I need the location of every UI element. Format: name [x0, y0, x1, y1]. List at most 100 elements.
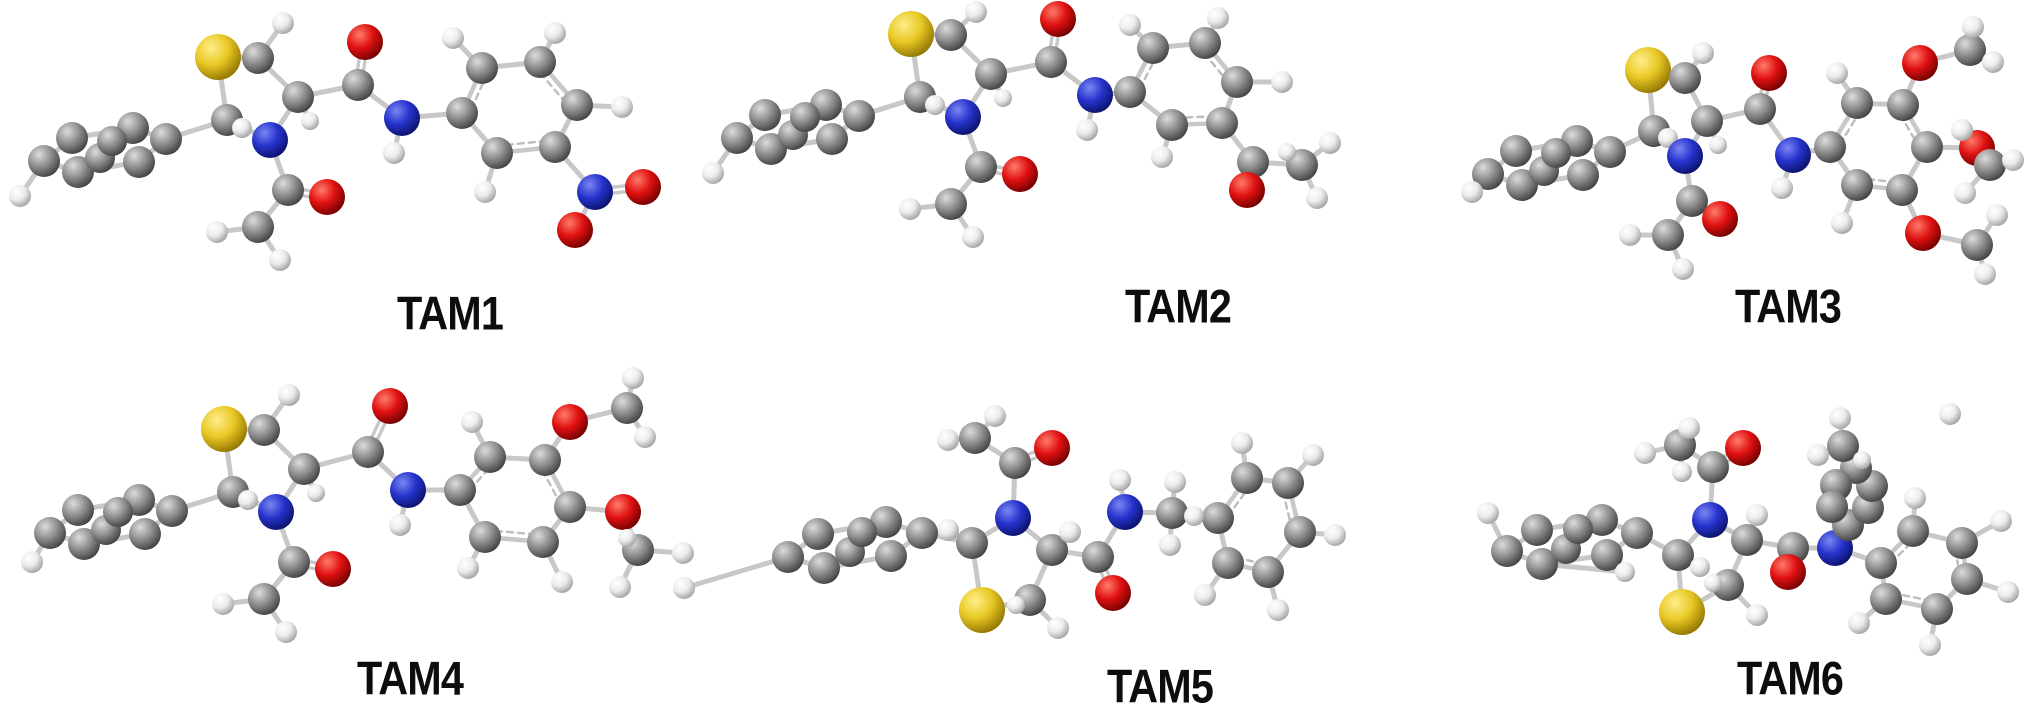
- atom-C: [62, 494, 94, 526]
- atom-H: [551, 571, 573, 593]
- atom-C: [150, 123, 182, 155]
- atom-O: [605, 494, 641, 530]
- atom-H: [1119, 14, 1141, 36]
- atom-H: [1324, 524, 1346, 546]
- atom-H: [1709, 136, 1727, 154]
- atom-H: [1302, 444, 1324, 466]
- bond: [503, 139, 547, 147]
- atom-O: [1725, 430, 1761, 466]
- atom-H: [389, 514, 411, 536]
- atom-H: [1690, 557, 1710, 577]
- atom-H: [307, 484, 325, 502]
- atom-H: [212, 593, 234, 615]
- atom-C: [34, 517, 66, 549]
- atom-H: [1919, 634, 1941, 656]
- atom-O: [309, 179, 345, 215]
- atom-C: [1897, 515, 1929, 547]
- atom-C: [466, 52, 498, 84]
- atom-C: [847, 517, 877, 547]
- atom-C: [808, 552, 840, 584]
- atom-C: [1921, 593, 1953, 625]
- atom-C: [1035, 46, 1067, 78]
- atom-S: [195, 34, 241, 80]
- atom-C: [248, 414, 280, 446]
- atom-O: [557, 212, 593, 248]
- atom-N: [252, 122, 288, 158]
- atom-C: [561, 89, 593, 121]
- atom-C: [272, 174, 304, 206]
- atom-O: [1034, 430, 1070, 466]
- atom-H: [238, 490, 258, 510]
- atom-H: [673, 577, 695, 599]
- atom-S: [888, 11, 934, 57]
- atom-H: [232, 118, 252, 138]
- atom-C: [1816, 491, 1848, 523]
- atom-C: [1841, 87, 1873, 119]
- atom-C: [749, 99, 781, 131]
- atom-C: [1911, 131, 1943, 163]
- atom-C: [1961, 229, 1993, 261]
- atom-C: [248, 583, 280, 615]
- atom-H: [275, 621, 297, 643]
- atom-C: [1586, 504, 1618, 536]
- atom-H: [442, 27, 464, 49]
- atom-C: [1621, 517, 1653, 549]
- atom-C: [956, 527, 988, 559]
- atom-H: [1951, 119, 1973, 141]
- atom-C: [352, 436, 384, 468]
- atom-H: [937, 429, 959, 451]
- atom-C: [975, 58, 1007, 90]
- atom-H: [1848, 612, 1870, 634]
- atom-C: [935, 188, 967, 220]
- atom-H: [634, 426, 656, 448]
- atom-C: [1472, 158, 1504, 190]
- atom-C: [68, 528, 100, 560]
- atom-C: [1567, 159, 1599, 191]
- atom-C: [242, 211, 274, 243]
- atom-C: [1563, 514, 1593, 544]
- atom-H: [994, 89, 1012, 107]
- atom-C: [342, 69, 374, 101]
- atom-O: [1702, 201, 1738, 237]
- atom-N: [1692, 502, 1728, 538]
- molecule-label-tam1: TAM1: [396, 286, 504, 340]
- atom-N: [995, 500, 1031, 536]
- atom-H: [1109, 469, 1131, 491]
- atom-H: [1982, 51, 2004, 73]
- bond: [539, 71, 568, 105]
- atom-N: [1775, 137, 1811, 173]
- atom-H: [383, 142, 405, 164]
- atom-C: [1712, 569, 1744, 601]
- atom-O: [1770, 554, 1806, 590]
- atom-C: [56, 122, 88, 154]
- atom-H: [1615, 562, 1635, 582]
- atom-C: [1189, 27, 1221, 59]
- atom-N: [258, 494, 294, 530]
- atom-O: [372, 388, 408, 424]
- atom-C: [1691, 105, 1723, 137]
- atom-N: [945, 99, 981, 135]
- molecule-label-tam6: TAM6: [1736, 651, 1844, 705]
- atom-C: [1036, 534, 1068, 566]
- atom-N: [390, 472, 426, 508]
- atom-H: [984, 405, 1006, 427]
- atom-C: [527, 526, 559, 558]
- molecule-tam3: [1461, 16, 2024, 285]
- atom-H: [702, 162, 724, 184]
- molecule-label-tam4: TAM4: [356, 651, 464, 705]
- atom-C: [282, 81, 314, 113]
- atom-C: [1841, 169, 1873, 201]
- atom-H: [1059, 521, 1081, 543]
- molecule-label-tam2: TAM2: [1124, 279, 1232, 333]
- atom-C: [1506, 169, 1538, 201]
- atom-H: [1461, 181, 1483, 203]
- atom-H: [1939, 403, 1961, 425]
- atom-C: [1137, 32, 1169, 64]
- atom-H: [1904, 487, 1926, 509]
- atom-H: [269, 249, 291, 271]
- atom-H: [9, 185, 31, 207]
- atom-H: [937, 519, 959, 541]
- atom-C: [1652, 219, 1684, 251]
- atom-C: [103, 497, 133, 527]
- atom-S: [959, 587, 1005, 633]
